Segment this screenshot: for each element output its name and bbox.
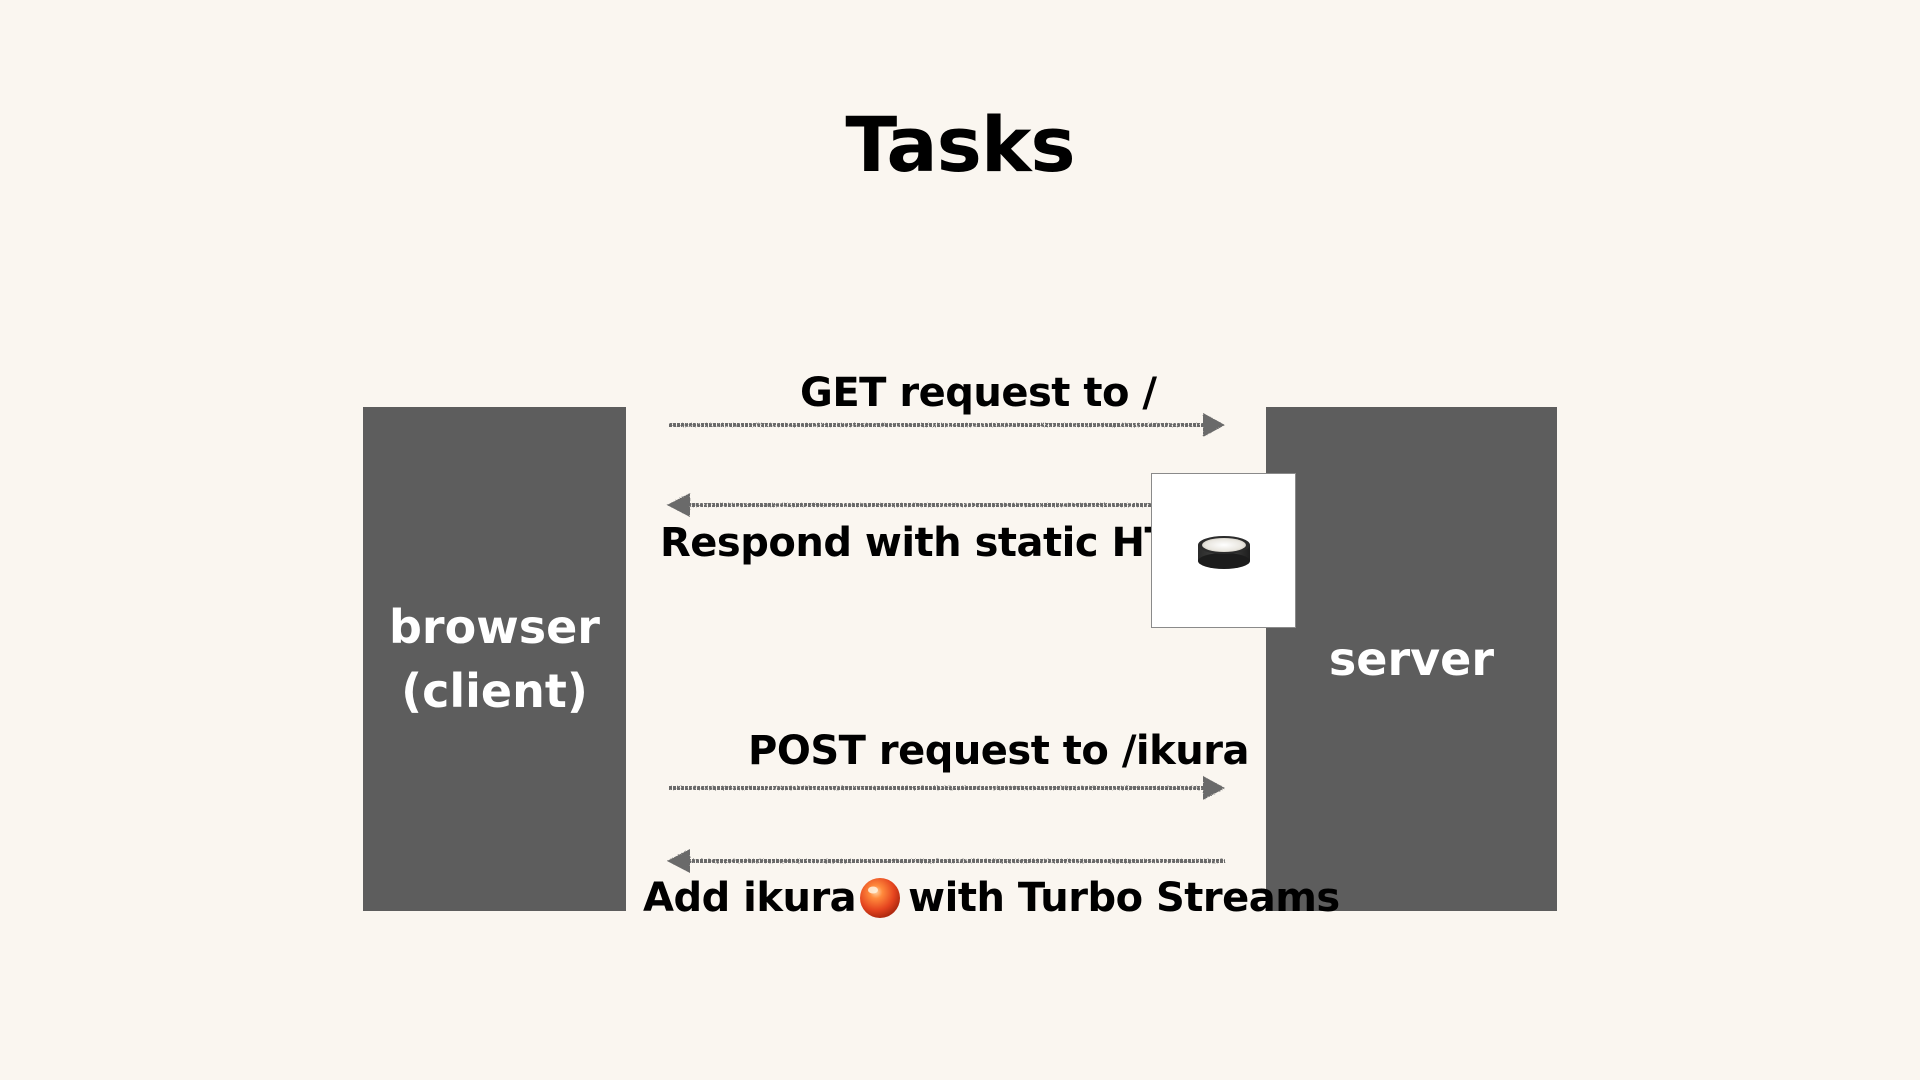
- respond-html-arrow: [667, 493, 1152, 517]
- turbo-streams-label-start: Add ikura: [643, 875, 857, 921]
- turbo-streams-label: Add ikura with Turbo Streams: [643, 873, 1340, 921]
- server-node: server: [1266, 407, 1557, 911]
- server-node-label: server: [1328, 632, 1495, 686]
- post-request-label: POST request to /ikura: [748, 728, 1249, 774]
- browser-node: browser (client): [363, 407, 626, 911]
- sushi-image-card: [1151, 473, 1296, 628]
- ikura-icon: [860, 878, 901, 918]
- get-request-arrow: [669, 413, 1225, 437]
- browser-node-label: browser (client): [389, 600, 600, 718]
- turbo-streams-arrow: [667, 849, 1225, 873]
- respond-html-label: Respond with static HTML: [660, 520, 1236, 566]
- get-request-label: GET request to /: [800, 370, 1157, 416]
- turbo-streams-label-end: with Turbo Streams: [908, 875, 1340, 921]
- slide-title: Tasks: [845, 100, 1075, 189]
- sushi-roll-icon: [1197, 535, 1250, 569]
- post-request-arrow: [669, 776, 1225, 800]
